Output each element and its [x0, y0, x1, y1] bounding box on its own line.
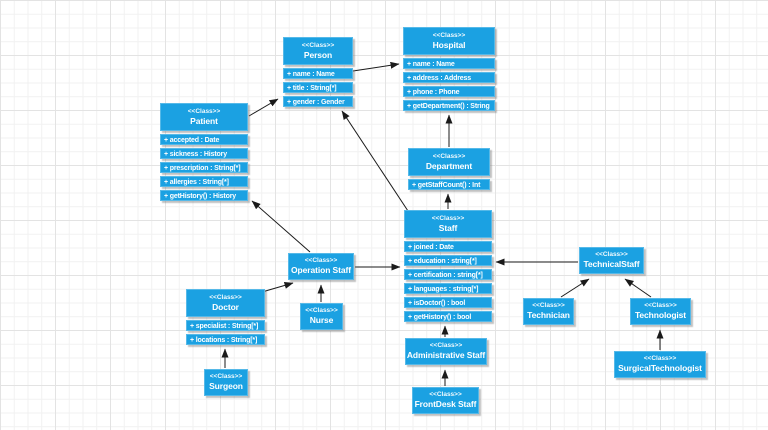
class-staff-stereotype: <<Class>> — [431, 214, 465, 222]
class-person-attr[interactable]: + title : String[*] — [283, 81, 353, 93]
class-surgical-technologist-name: SurgicalTechnologist — [618, 363, 702, 374]
class-patient-attr[interactable]: + allergies : String[*] — [160, 175, 248, 187]
class-doctor-name: Doctor — [212, 301, 239, 312]
class-person-stereotype: <<Class>> — [301, 41, 335, 49]
class-nurse-stereotype: <<Class>> — [305, 307, 338, 315]
edge-technician-technicalstaff[interactable] — [560, 278, 590, 298]
class-front-desk-staff-stereotype: <<Class>> — [429, 391, 462, 399]
class-nurse[interactable]: <<Class>> Nurse — [300, 303, 343, 330]
class-hospital-name: Hospital — [432, 39, 466, 50]
class-technician-stereotype: <<Class>> — [532, 302, 565, 310]
class-hospital-attr[interactable]: + name : Name — [403, 57, 495, 69]
class-front-desk-staff-header: <<Class>> FrontDesk Staff — [412, 387, 479, 414]
class-department-attr[interactable]: + getStaffCount() : Int — [408, 178, 490, 190]
class-hospital-header: <<Class>> Hospital — [403, 27, 495, 55]
class-technical-staff[interactable]: <<Class>> TechnicalStaff — [579, 247, 644, 274]
edge-patient-person[interactable] — [248, 98, 279, 117]
class-technical-staff-stereotype: <<Class>> — [595, 251, 628, 259]
class-technician-header: <<Class>> Technician — [523, 298, 574, 325]
class-staff-attr[interactable]: + isDoctor() : bool — [404, 296, 492, 308]
class-doctor-stereotype: <<Class>> — [209, 293, 242, 301]
class-person-attr[interactable]: + name : Name — [283, 67, 353, 79]
class-doctor-header: <<Class>> Doctor — [186, 289, 265, 317]
class-hospital-attr[interactable]: + address : Address — [403, 71, 495, 83]
edge-staff-person[interactable] — [341, 110, 409, 212]
class-surgeon[interactable]: <<Class>> Surgeon — [204, 369, 248, 396]
class-staff-attr[interactable]: + education : string[*] — [404, 254, 492, 266]
class-staff[interactable]: <<Class>> Staff + joined : Date + educat… — [404, 210, 492, 322]
class-person-attr[interactable]: + gender : Gender — [283, 95, 353, 107]
class-surgical-technologist-stereotype: <<Class>> — [643, 355, 677, 363]
class-department[interactable]: <<Class>> Department + getStaffCount() :… — [408, 148, 490, 190]
class-surgeon-name: Surgeon — [209, 381, 243, 392]
class-front-desk-staff[interactable]: <<Class>> FrontDesk Staff — [412, 387, 479, 414]
class-operation-staff-stereotype: <<Class>> — [304, 257, 338, 265]
class-hospital-stereotype: <<Class>> — [432, 31, 466, 39]
class-front-desk-staff-name: FrontDesk Staff — [414, 399, 477, 410]
class-hospital-attr[interactable]: + getDepartment() : String — [403, 99, 495, 111]
class-technical-staff-name: TechnicalStaff — [583, 259, 640, 270]
class-nurse-name: Nurse — [309, 315, 334, 326]
class-patient-attr[interactable]: + accepted : Date — [160, 133, 248, 145]
class-doctor-attr[interactable]: + specialist : String[*] — [186, 319, 265, 331]
class-administrative-staff-name: Administrative Staff — [406, 350, 486, 361]
class-patient-header: <<Class>> Patient — [160, 103, 248, 131]
class-person-header: <<Class>> Person — [283, 37, 353, 65]
class-patient-attr[interactable]: + sickness : History — [160, 147, 248, 159]
class-nurse-header: <<Class>> Nurse — [300, 303, 343, 330]
class-person[interactable]: <<Class>> Person + name : Name + title :… — [283, 37, 353, 107]
class-technologist[interactable]: <<Class>> Technologist — [630, 298, 691, 325]
class-patient-stereotype: <<Class>> — [187, 107, 221, 115]
class-staff-attr[interactable]: + joined : Date — [404, 240, 492, 252]
class-patient-attr[interactable]: + getHistory() : History — [160, 189, 248, 201]
class-surgeon-header: <<Class>> Surgeon — [204, 369, 248, 396]
edge-operationstaff-patient[interactable] — [251, 200, 311, 253]
class-operation-staff-header: <<Class>> Operation Staff — [288, 253, 354, 280]
class-patient-attr[interactable]: + prescription : String[*] — [160, 161, 248, 173]
class-technician-name: Technician — [527, 310, 570, 321]
class-doctor-attr[interactable]: + locations : String[*] — [186, 333, 265, 345]
class-surgical-technologist-header: <<Class>> SurgicalTechnologist — [614, 351, 706, 378]
class-administrative-staff[interactable]: <<Class>> Administrative Staff — [405, 338, 487, 365]
class-operation-staff[interactable]: <<Class>> Operation Staff — [288, 253, 354, 280]
class-staff-attr[interactable]: + languages : string[*] — [404, 282, 492, 294]
class-staff-attr[interactable]: + certification : string[*] — [404, 268, 492, 280]
class-surgeon-stereotype: <<Class>> — [209, 373, 243, 381]
class-department-stereotype: <<Class>> — [432, 152, 466, 160]
class-technologist-header: <<Class>> Technologist — [630, 298, 691, 325]
class-hospital-attr[interactable]: + phone : Phone — [403, 85, 495, 97]
class-patient[interactable]: <<Class>> Patient + accepted : Date + si… — [160, 103, 248, 201]
class-technologist-stereotype: <<Class>> — [644, 302, 677, 310]
class-person-name: Person — [303, 49, 333, 60]
class-department-name: Department — [425, 160, 473, 171]
edge-technologist-technicalstaff[interactable] — [624, 278, 652, 298]
class-staff-header: <<Class>> Staff — [404, 210, 492, 238]
class-administrative-staff-stereotype: <<Class>> — [429, 342, 463, 350]
class-technologist-name: Technologist — [634, 310, 687, 321]
class-staff-name: Staff — [438, 222, 458, 233]
class-technical-staff-header: <<Class>> TechnicalStaff — [579, 247, 644, 274]
edge-doctor-operationstaff[interactable] — [261, 282, 294, 293]
class-administrative-staff-header: <<Class>> Administrative Staff — [405, 338, 487, 365]
class-surgical-technologist[interactable]: <<Class>> SurgicalTechnologist — [614, 351, 706, 378]
class-technician[interactable]: <<Class>> Technician — [523, 298, 574, 325]
class-patient-name: Patient — [190, 115, 218, 126]
class-doctor[interactable]: <<Class>> Doctor + specialist : String[*… — [186, 289, 265, 345]
class-hospital[interactable]: <<Class>> Hospital + name : Name + addre… — [403, 27, 495, 111]
class-department-header: <<Class>> Department — [408, 148, 490, 176]
class-staff-attr[interactable]: + getHistory() : bool — [404, 310, 492, 322]
class-operation-staff-name: Operation Staff — [291, 265, 351, 276]
edge-person-hospital[interactable] — [352, 61, 400, 72]
